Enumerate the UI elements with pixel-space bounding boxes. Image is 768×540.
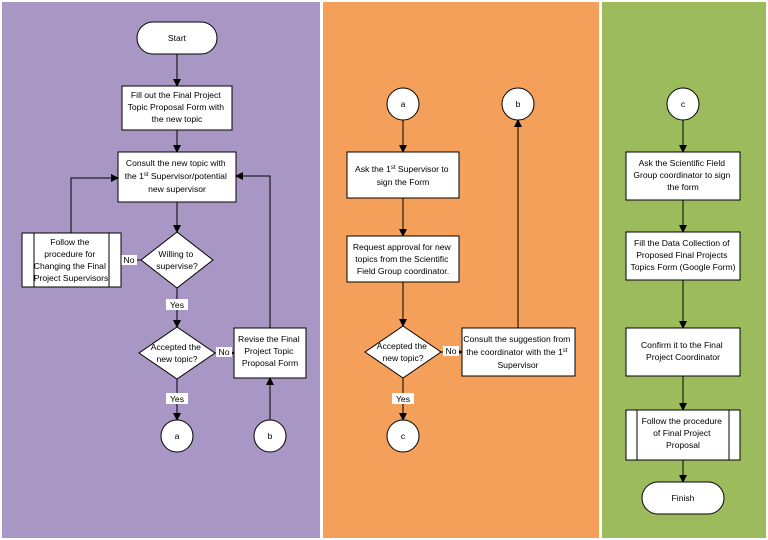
connector-b-top <box>501 87 535 121</box>
yes-label-bg-2 <box>166 393 188 404</box>
fill-proposal-form-text: Fill out the Final Project Topic Proposa… <box>128 90 227 124</box>
ask-coordinator-text: Ask the Scientific Field Group coordinat… <box>633 158 732 192</box>
revise-proposal-text: Revise the Final Project Topic Proposal … <box>238 334 302 368</box>
ask-coordinator-box <box>625 151 741 201</box>
follow-change-supervisors-text: Follow the procedure for Changing the Fi… <box>34 237 109 283</box>
finish-label: Finish <box>672 493 695 503</box>
follow-change-supervisors-box <box>21 232 122 288</box>
no-label-bg-2 <box>216 347 232 357</box>
connector-a-top-label: a <box>401 99 406 109</box>
yes-label-bg-1 <box>166 299 188 310</box>
connector-a-bottom <box>160 419 194 453</box>
confirm-coordinator-text: Confirm it to the Final Project Coordina… <box>641 340 725 362</box>
ask-supervisor-sign-box <box>346 151 460 199</box>
arrow-revise-to-consult <box>235 172 271 328</box>
accepted-decision-2-text: Accepted the new topic? <box>377 341 430 363</box>
consult-suggestion-box <box>461 327 576 377</box>
connector-b-bottom-label: b <box>268 431 273 441</box>
no-label-bg-1 <box>121 255 137 265</box>
accepted-decision-1-text: Accepted the new topic? <box>151 342 204 364</box>
consult-suggestion-text: Consult the suggestion from the coordina… <box>463 334 572 370</box>
revise-proposal-box <box>233 327 307 379</box>
fill-proposal-form-box <box>121 85 233 131</box>
connector-b-top-label: b <box>516 99 521 109</box>
follow-final-proposal-text: Follow the procedure of Final Project Pr… <box>642 416 725 450</box>
yes-label-1: Yes <box>170 300 184 310</box>
connector-c-bottom <box>386 419 420 453</box>
request-approval-box <box>346 235 460 283</box>
start-label: Start <box>168 33 187 43</box>
no-label-3: No <box>446 346 457 356</box>
request-approval-text: Request approval for new topics from the… <box>353 242 453 276</box>
connector-a-bottom-label: a <box>175 431 180 441</box>
no-label-1: No <box>124 255 135 265</box>
connector-c-top-label: c <box>681 99 686 109</box>
finish-terminator <box>641 481 725 515</box>
willing-decision-text: Willing to supervise? <box>156 249 198 271</box>
arrow-change-to-consult <box>70 174 119 233</box>
connector-c-bottom-label: c <box>401 431 406 441</box>
no-label-bg-3 <box>443 346 459 356</box>
fill-data-collection-box <box>625 231 741 281</box>
consult-supervisor-text: Consult the new topic with the 1st Super… <box>125 158 230 194</box>
fill-data-collection-text: Fill the Data Collection of Proposed Fin… <box>630 238 735 272</box>
yes-label-3: Yes <box>396 394 410 404</box>
follow-final-proposal-box <box>625 409 741 461</box>
yes-label-2: Yes <box>170 394 184 404</box>
yes-label-bg-3 <box>392 393 414 404</box>
no-label-2: No <box>219 347 230 357</box>
ask-supervisor-sign-text: Ask the 1st Supervisor to sign the Form <box>355 164 451 187</box>
